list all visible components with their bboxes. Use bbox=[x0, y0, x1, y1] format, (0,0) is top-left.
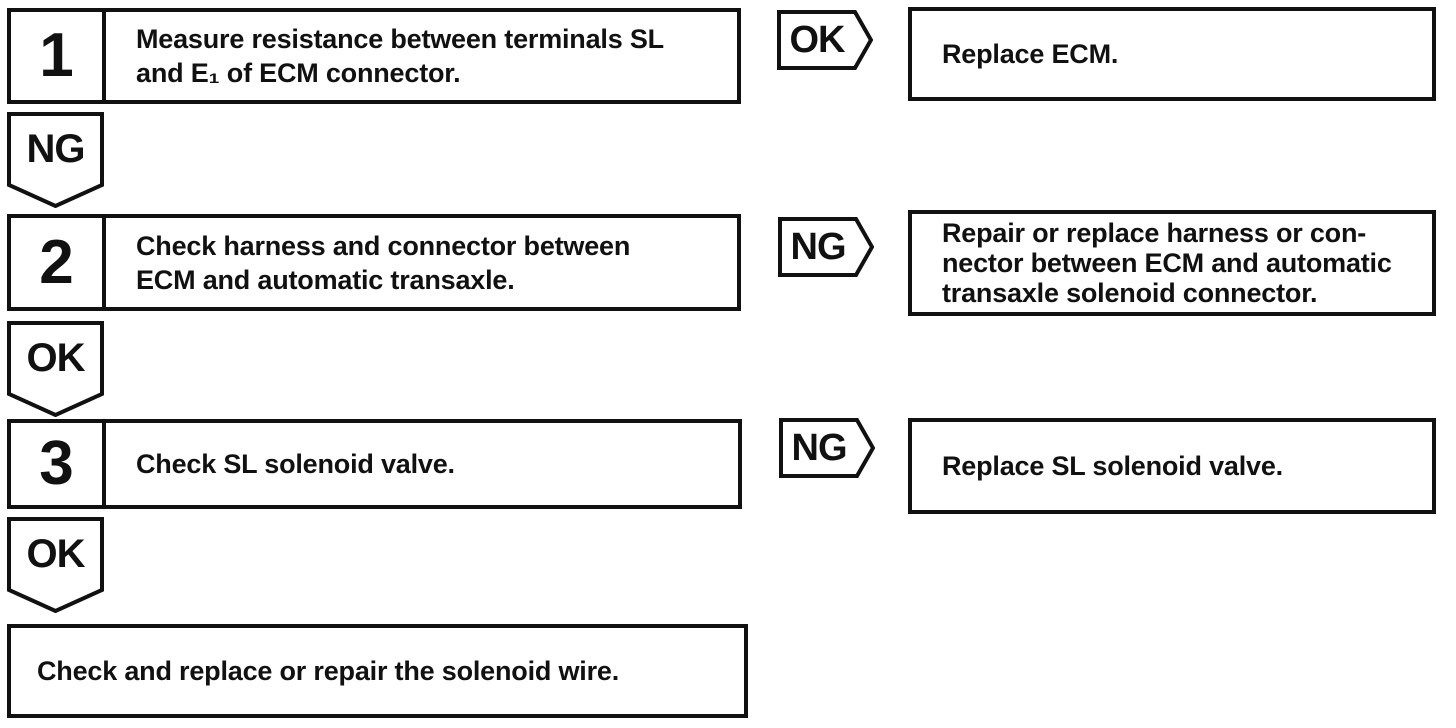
connector-label: NG bbox=[791, 426, 848, 469]
result-text-line: Replace SL solenoid valve. bbox=[942, 450, 1283, 481]
step-number-1: 1 bbox=[11, 12, 106, 100]
result-text-line: nector between ECM and automatic bbox=[942, 248, 1392, 278]
step-number-3: 3 bbox=[11, 423, 106, 505]
right-arrow-shape bbox=[777, 10, 873, 70]
down-connector-ok-3: OK bbox=[7, 517, 104, 613]
step-box-3: 3 Check SL solenoid valve. bbox=[7, 419, 742, 509]
step-box-2: 2 Check harness and connector between EC… bbox=[7, 214, 741, 311]
step-number-2: 2 bbox=[11, 218, 106, 307]
down-connector-ok-2: OK bbox=[7, 321, 104, 417]
step-text-line: and E₁ of ECM connector. bbox=[136, 58, 461, 88]
final-box: Check and replace or repair the solenoid… bbox=[7, 624, 748, 718]
branch-pointer-ng-2: NG bbox=[778, 217, 874, 277]
step-text-1: Measure resistance between terminals SL … bbox=[106, 12, 737, 100]
down-connector-ng-1: NG bbox=[7, 112, 104, 208]
connector-label: NG bbox=[790, 225, 847, 268]
result-box-1: Replace ECM. bbox=[908, 7, 1436, 101]
result-text-line: Repair or replace harness or con- bbox=[942, 218, 1367, 248]
branch-pointer-ng-3: NG bbox=[779, 418, 875, 478]
step-text-line: ECM and automatic transaxle. bbox=[136, 264, 515, 295]
step-text-line: Check SL solenoid valve. bbox=[136, 449, 455, 479]
step-text-line: Check harness and connector between bbox=[136, 230, 631, 261]
down-arrow-shape bbox=[7, 321, 104, 417]
down-arrow-shape bbox=[7, 112, 104, 208]
down-arrow-shape bbox=[7, 517, 104, 613]
result-box-3: Replace SL solenoid valve. bbox=[908, 418, 1436, 514]
step-text-3: Check SL solenoid valve. bbox=[106, 423, 738, 505]
right-arrow-shape bbox=[779, 418, 875, 478]
step-text-2: Check harness and connector between ECM … bbox=[106, 218, 737, 307]
final-text-line: Check and replace or repair the solenoid… bbox=[37, 655, 619, 686]
connector-label: OK bbox=[789, 18, 846, 61]
result-box-2: Repair or replace harness or con- nector… bbox=[908, 210, 1436, 316]
connector-label: OK bbox=[26, 531, 86, 576]
step-box-1: 1 Measure resistance between terminals S… bbox=[7, 8, 741, 104]
branch-pointer-ok-1: OK bbox=[777, 10, 873, 70]
right-arrow-shape bbox=[778, 217, 874, 277]
result-text-line: transaxle solenoid connector. bbox=[942, 278, 1318, 308]
connector-label: OK bbox=[26, 335, 86, 380]
result-text-line: Replace ECM. bbox=[942, 38, 1119, 69]
step-text-line: Measure resistance between terminals SL bbox=[136, 24, 664, 54]
connector-label: NG bbox=[26, 126, 86, 171]
